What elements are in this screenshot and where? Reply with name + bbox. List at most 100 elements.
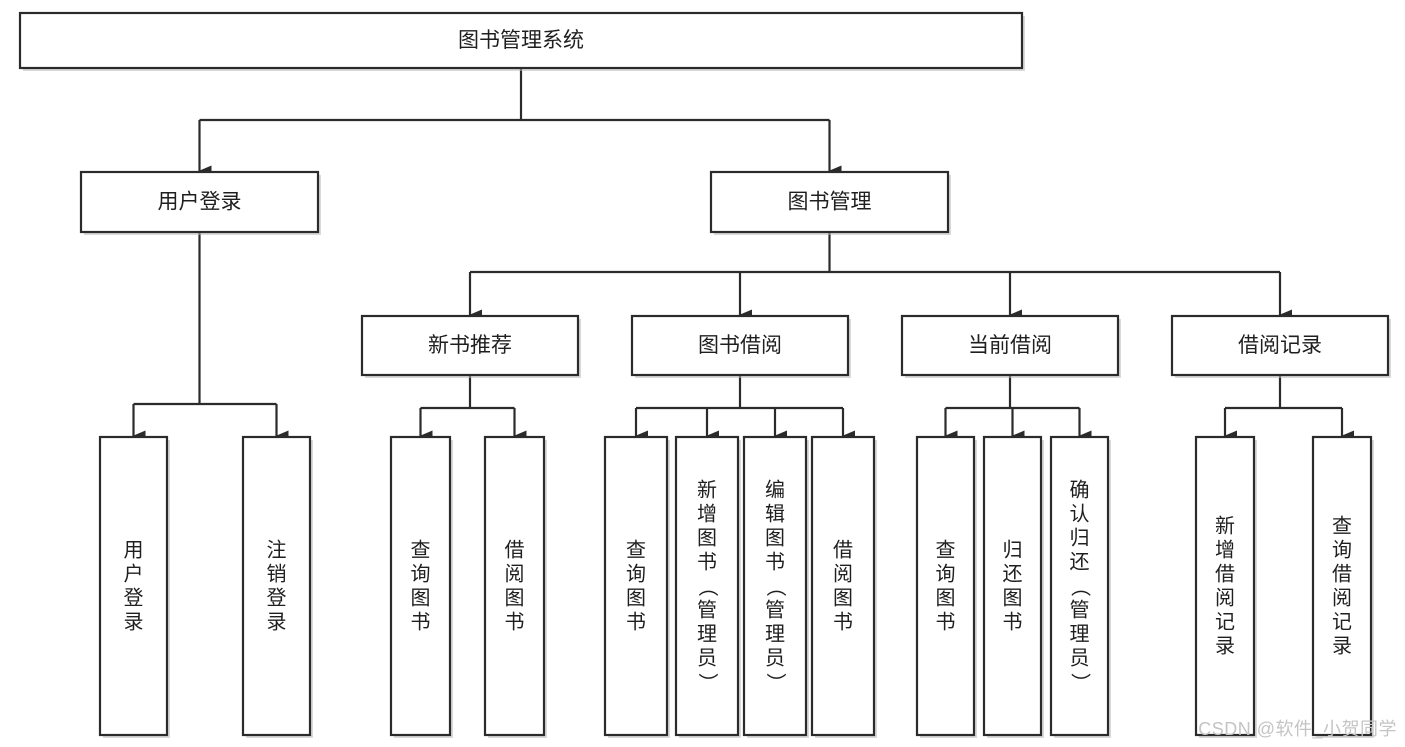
svg-text:询: 询 [626, 563, 646, 586]
svg-text:理: 理 [697, 624, 717, 646]
svg-text:阅: 阅 [833, 563, 853, 586]
csdn-watermark: CSDN @软件_小贺同学 [1198, 719, 1397, 739]
svg-text:图: 图 [626, 588, 646, 610]
svg-text:书: 书 [626, 611, 646, 634]
svg-text:查: 查 [1332, 515, 1352, 538]
svg-text:新: 新 [697, 479, 717, 502]
svg-text:增: 增 [1215, 539, 1235, 562]
svg-text:查: 查 [936, 539, 956, 562]
svg-text:理: 理 [765, 624, 785, 646]
svg-text:借: 借 [1332, 563, 1352, 586]
node-level3-label: 新书推荐 [428, 334, 512, 357]
svg-text:借: 借 [1215, 563, 1235, 586]
svg-text:（: （ [764, 577, 787, 597]
svg-text:询: 询 [411, 563, 431, 586]
node-level3-box[interactable] [900, 314, 1120, 377]
svg-text:查: 查 [411, 539, 431, 562]
svg-text:辑: 辑 [765, 503, 785, 526]
node-leaf-box[interactable] [810, 435, 876, 737]
svg-text:询: 询 [1332, 539, 1352, 562]
node-root-box[interactable] [18, 11, 1024, 70]
node-level3-box[interactable] [630, 314, 850, 377]
svg-text:归: 归 [1070, 527, 1090, 550]
node-level3-label: 当前借阅 [968, 334, 1052, 357]
svg-text:）: ） [1069, 673, 1092, 693]
svg-text:书: 书 [411, 611, 431, 634]
svg-text:借: 借 [833, 539, 853, 562]
svg-text:记: 记 [1332, 611, 1352, 634]
svg-text:录: 录 [1215, 636, 1235, 658]
svg-text:还: 还 [1003, 563, 1023, 586]
svg-text:阅: 阅 [1215, 587, 1235, 610]
node-leaf-box[interactable] [389, 435, 452, 737]
svg-text:认: 认 [1070, 503, 1090, 526]
svg-text:编: 编 [765, 479, 785, 502]
svg-text:确: 确 [1070, 479, 1090, 502]
node-level3-box[interactable] [1170, 314, 1390, 377]
node-leaf-box[interactable] [1194, 435, 1256, 737]
svg-text:书: 书 [833, 611, 853, 634]
svg-text:管: 管 [765, 599, 785, 622]
svg-text:借: 借 [505, 539, 525, 562]
svg-text:增: 增 [697, 503, 717, 526]
node-leaf-box[interactable] [915, 435, 976, 737]
svg-text:员: 员 [765, 648, 785, 670]
node-leaf-box[interactable] [674, 435, 740, 737]
svg-text:书: 书 [936, 611, 956, 634]
svg-text:书: 书 [765, 551, 785, 574]
svg-text:理: 理 [1070, 624, 1090, 646]
svg-text:书: 书 [505, 611, 525, 634]
svg-text:图: 图 [411, 588, 431, 610]
svg-text:员: 员 [1070, 648, 1090, 670]
node-leaf-box[interactable] [241, 435, 312, 737]
svg-text:查: 查 [626, 539, 646, 562]
svg-text:户: 户 [124, 563, 144, 586]
svg-text:归: 归 [1003, 539, 1023, 562]
node-leaf-box[interactable] [603, 435, 669, 737]
svg-text:图: 图 [505, 588, 525, 610]
node-leaf-box[interactable] [1049, 435, 1110, 737]
node-level2-box[interactable] [79, 170, 320, 234]
node-level2-box[interactable] [709, 170, 950, 234]
svg-text:还: 还 [1070, 551, 1090, 574]
svg-text:员: 员 [697, 648, 717, 670]
node-leaf-box[interactable] [98, 435, 169, 737]
svg-text:（: （ [1069, 577, 1092, 597]
node-leaf-box[interactable] [483, 435, 546, 737]
box-label-layer: 图书管理系统用户登录图书管理新书推荐图书借阅当前借阅借阅记录用户登录注销登录查询… [124, 29, 1353, 693]
svg-text:管: 管 [697, 599, 717, 622]
svg-text:图: 图 [833, 588, 853, 610]
svg-text:（: （ [696, 577, 719, 597]
svg-text:登: 登 [124, 587, 144, 610]
node-leaf-label: 用户登录 [124, 540, 144, 634]
svg-text:登: 登 [267, 587, 287, 610]
svg-text:图: 图 [697, 528, 717, 550]
node-level2-label: 图书管理 [788, 191, 872, 214]
node-leaf-box[interactable] [982, 435, 1043, 737]
svg-text:书: 书 [697, 551, 717, 574]
svg-text:录: 录 [124, 612, 144, 634]
box-layer [18, 11, 1390, 737]
node-leaf-box[interactable] [742, 435, 808, 737]
svg-text:录: 录 [267, 612, 287, 634]
svg-text:）: ） [764, 673, 787, 693]
svg-text:阅: 阅 [1332, 587, 1352, 610]
svg-text:书: 书 [1003, 611, 1023, 634]
svg-text:新: 新 [1215, 515, 1235, 538]
svg-text:用: 用 [124, 540, 144, 562]
svg-text:阅: 阅 [505, 563, 525, 586]
svg-text:记: 记 [1215, 611, 1235, 634]
node-level3-box[interactable] [360, 314, 580, 377]
svg-text:图: 图 [936, 588, 956, 610]
connector-layer [132, 68, 1354, 442]
node-leaf-box[interactable] [1311, 435, 1373, 737]
